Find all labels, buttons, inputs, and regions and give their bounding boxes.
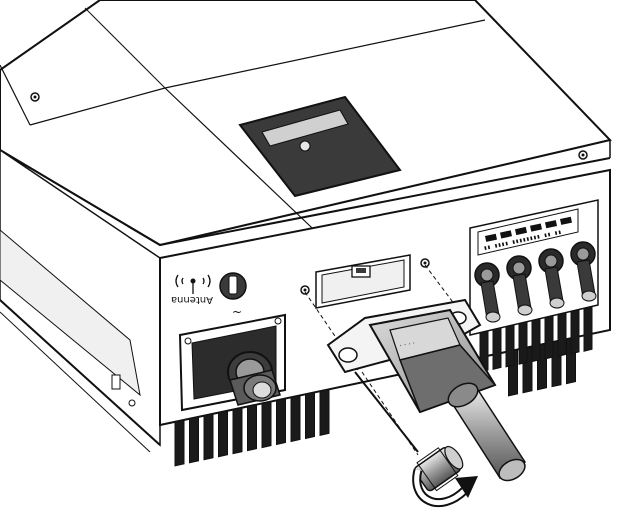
lid-screw (578, 150, 588, 160)
antenna-label: Antenna (171, 294, 213, 305)
dc-connector-cap (517, 304, 533, 316)
wifi-signal-icon (175, 274, 211, 294)
panel-label-bar (484, 233, 498, 242)
heat-sink-fin (492, 324, 502, 371)
dc-connector-cap (581, 290, 597, 302)
dc-switch-mark: ~ (232, 305, 242, 319)
panel-label-bar (560, 216, 573, 225)
dc-connector-core (512, 261, 526, 275)
panel-label-bar (545, 220, 558, 229)
com-port-recess (315, 254, 411, 309)
heat-sink-fin (290, 394, 301, 443)
inverter-left-side (0, 149, 161, 453)
heat-sink-fin (174, 419, 185, 467)
dc-input-panel: ▮▮ ▮▮▮▮ ▮▮▮▮▮▮▮▮ ▮▮ ▮▮ (469, 199, 599, 336)
box-screw (184, 337, 192, 345)
dc-connector-core (480, 268, 494, 282)
heat-sink-fin (557, 311, 567, 358)
dc-connector-cap (549, 297, 565, 309)
heat-sink-fin (247, 404, 257, 452)
panel-label-bars (484, 216, 573, 242)
dc-connector-core (576, 247, 590, 261)
rotate-arrow-icon (412, 468, 478, 507)
port-screw-hole (420, 258, 430, 268)
dc-connector-cap (485, 311, 501, 323)
module-antenna-rod (447, 382, 527, 482)
heat-sink-fin (570, 309, 580, 355)
antenna-label-group: Antenna (171, 274, 213, 305)
heat-sink-fin (189, 416, 199, 464)
heat-sink (174, 306, 593, 467)
heat-sink-fin (583, 306, 593, 352)
heat-sink-fin (305, 391, 315, 440)
module-led-row: · · · · (399, 339, 416, 350)
heat-sink-fin (203, 413, 214, 461)
heat-sink-fin (505, 322, 515, 368)
dc-connector (506, 255, 533, 316)
module-screw (354, 371, 464, 492)
heat-sink-fin (319, 388, 330, 437)
dc-connector (474, 262, 501, 323)
lid-screw (30, 92, 40, 102)
heat-sink-fin (276, 397, 286, 446)
wifi-module: · · · · (326, 298, 527, 482)
heat-sink-fin (232, 407, 243, 455)
heat-sink-fin (261, 400, 272, 449)
panel-label-bar (499, 230, 513, 239)
dc-connectors (474, 241, 597, 323)
ac-terminal-box (178, 313, 286, 412)
dc-connector-core (544, 254, 558, 268)
heat-sink-fin (518, 319, 528, 365)
box-screw (274, 317, 282, 325)
dc-connector (538, 248, 565, 309)
heat-sink-fin (218, 410, 228, 458)
port-screw-hole (300, 285, 310, 295)
antenna-port-cap (219, 272, 247, 300)
heat-sink-fin (531, 316, 541, 363)
panel-label-bar (530, 223, 543, 232)
heat-sink-fin (544, 314, 554, 360)
dc-connector (570, 241, 597, 302)
panel-label-bar (515, 226, 528, 236)
cable-gland (227, 351, 281, 406)
display-panel (238, 95, 402, 198)
